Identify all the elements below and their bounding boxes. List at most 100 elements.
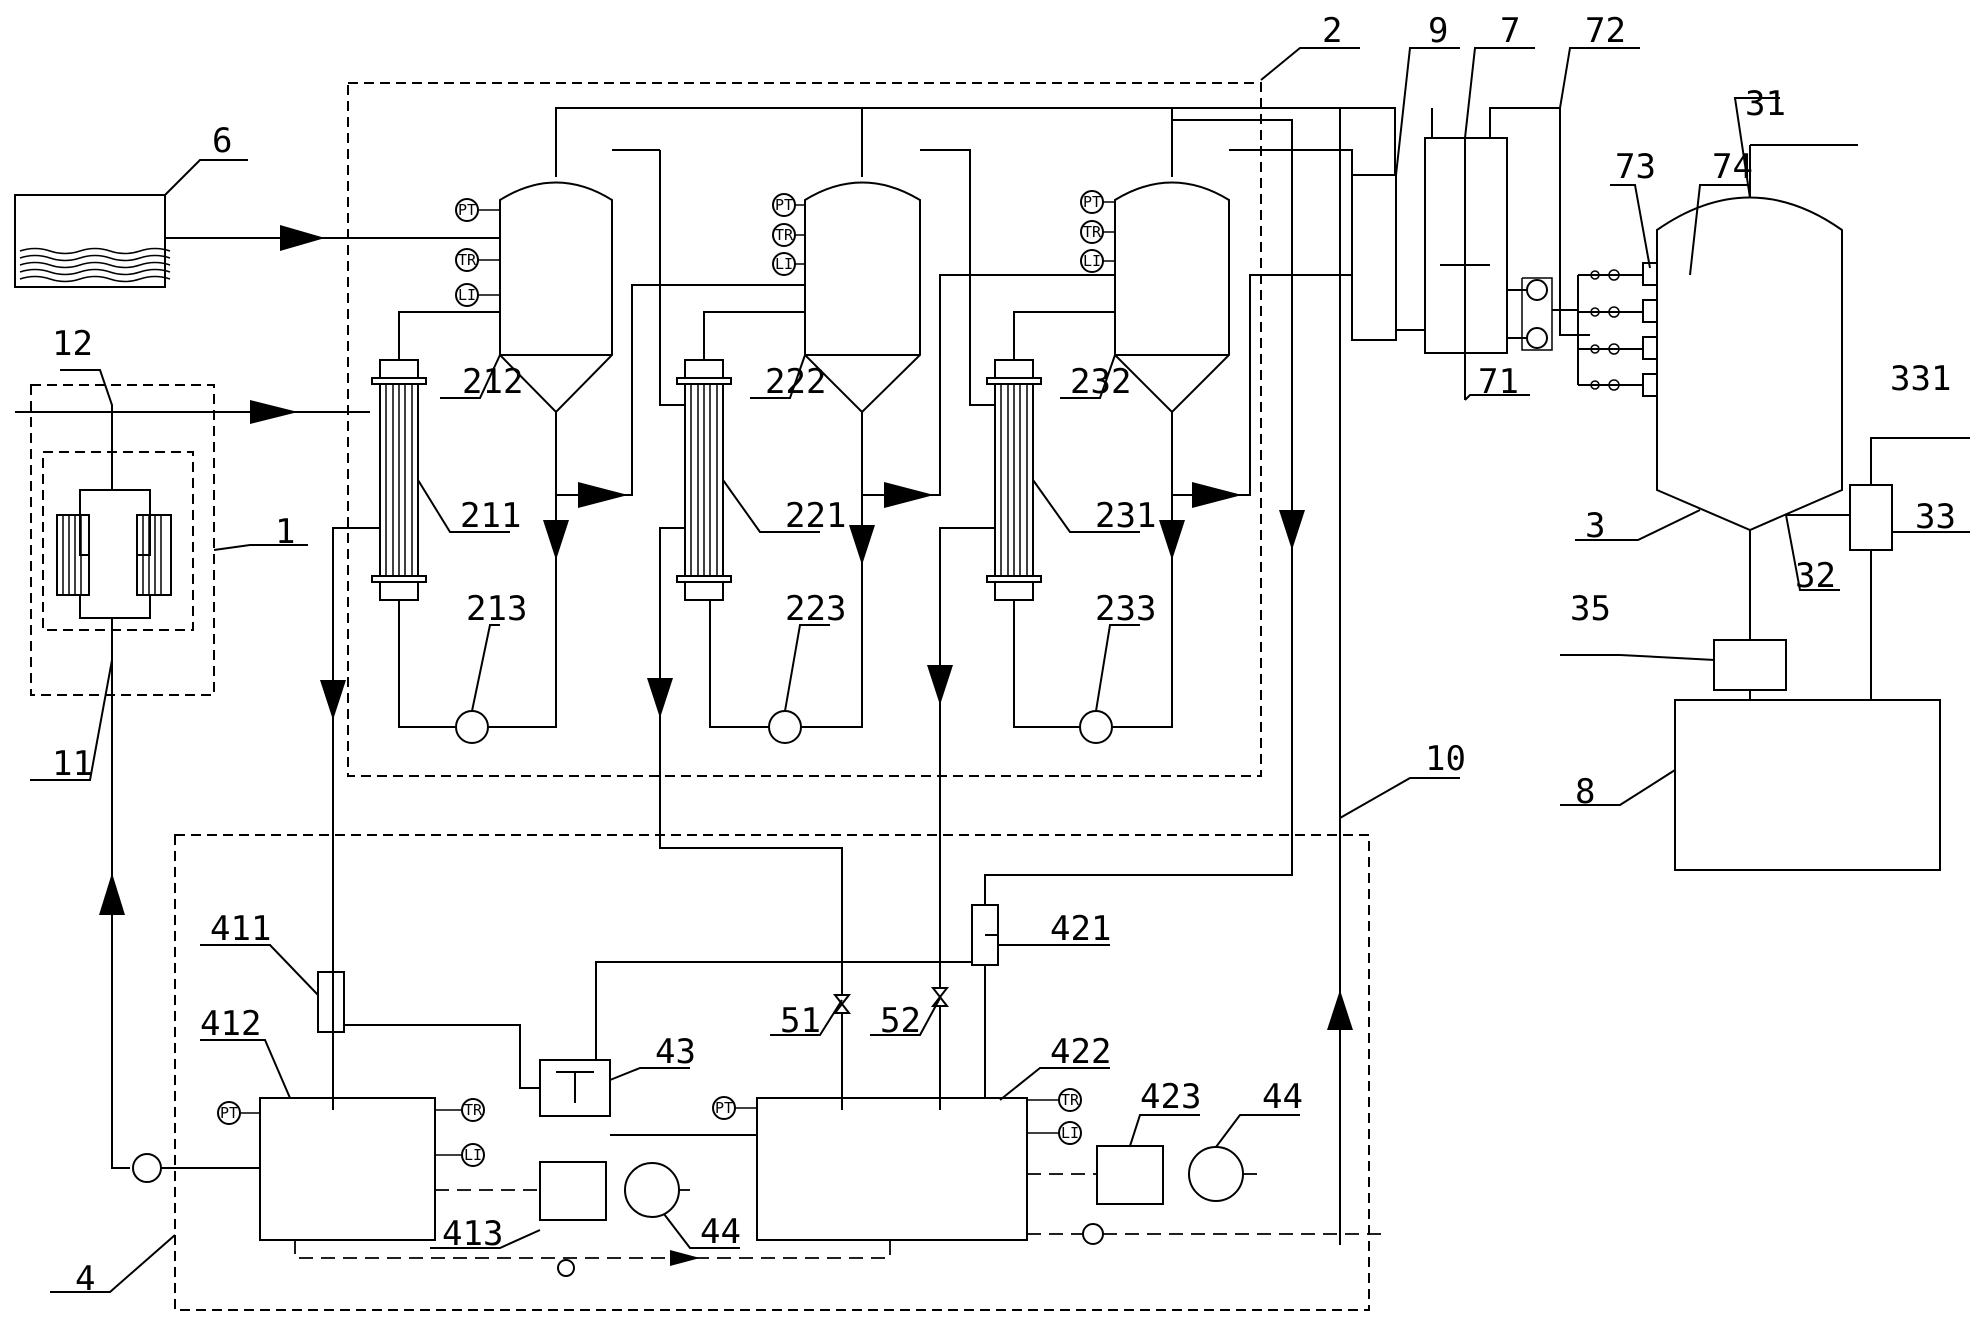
level-gauge-212 bbox=[455, 283, 479, 307]
label-74: 74 bbox=[1712, 147, 1753, 187]
label-10: 10 bbox=[1425, 739, 1466, 779]
heater-231 bbox=[986, 359, 1042, 601]
label-8: 8 bbox=[1575, 772, 1595, 812]
label-32: 32 bbox=[1795, 556, 1836, 596]
level-tag-412: LI bbox=[464, 1146, 482, 1164]
pump-223 bbox=[768, 710, 802, 744]
line-331 bbox=[1870, 437, 1970, 485]
temperature-gauge-212 bbox=[455, 248, 479, 272]
label-4: 4 bbox=[75, 1259, 95, 1299]
label-212: 212 bbox=[462, 362, 523, 402]
source-unit-boundary bbox=[30, 384, 215, 696]
label-71: 71 bbox=[1478, 362, 1519, 402]
label-331: 331 bbox=[1890, 359, 1951, 399]
level-tag-222: LI bbox=[775, 255, 793, 273]
label-1: 1 bbox=[275, 512, 295, 552]
source-inner-boundary bbox=[42, 451, 194, 631]
label-412: 412 bbox=[200, 1004, 261, 1044]
cooler-413 bbox=[539, 1161, 607, 1221]
pump-213 bbox=[455, 710, 489, 744]
temperature-gauge-412 bbox=[461, 1098, 485, 1122]
label-221: 221 bbox=[785, 496, 846, 536]
valve-51 bbox=[832, 994, 852, 1014]
spray-manifold-73 bbox=[1578, 262, 1658, 397]
temperature-tag-222: TR bbox=[775, 226, 794, 244]
label-43: 43 bbox=[655, 1032, 696, 1072]
label-2: 2 bbox=[1322, 11, 1342, 51]
pressure-tag-212: PT bbox=[458, 201, 476, 219]
label-422: 422 bbox=[1050, 1032, 1111, 1072]
label-413: 413 bbox=[442, 1214, 503, 1254]
label-411: 411 bbox=[210, 909, 271, 949]
label-423: 423 bbox=[1140, 1077, 1201, 1117]
tank-422 bbox=[756, 1097, 1028, 1241]
label-11: 11 bbox=[52, 744, 93, 784]
label-6: 6 bbox=[212, 121, 232, 161]
label-44-a: 44 bbox=[700, 1212, 741, 1252]
label-51: 51 bbox=[780, 1001, 821, 1041]
pressure-gauge-422 bbox=[712, 1096, 736, 1120]
spray-drying-tower-3 bbox=[1656, 196, 1843, 532]
pressure-tag-422: PT bbox=[715, 1099, 733, 1117]
pump-4-return bbox=[132, 1153, 162, 1183]
label-421: 421 bbox=[1050, 909, 1111, 949]
level-gauge-412 bbox=[461, 1143, 485, 1167]
temperature-tag-212: TR bbox=[458, 251, 477, 269]
heater-211 bbox=[371, 359, 427, 601]
condenser-unit-boundary bbox=[174, 834, 1370, 1311]
label-9: 9 bbox=[1428, 11, 1448, 51]
temperature-gauge-222 bbox=[772, 223, 796, 247]
raw-liquid-tank-6 bbox=[14, 194, 171, 288]
label-233: 233 bbox=[1095, 589, 1156, 629]
label-73: 73 bbox=[1615, 147, 1656, 187]
label-213: 213 bbox=[466, 589, 527, 629]
evaporator-222 bbox=[804, 181, 921, 414]
pressure-tag-232: PT bbox=[1083, 193, 1101, 211]
tank-412 bbox=[259, 1097, 436, 1241]
unit-1-heat-source bbox=[56, 489, 172, 619]
pressure-tag-412: PT bbox=[220, 1104, 238, 1122]
separator-411 bbox=[317, 971, 345, 1033]
label-72: 72 bbox=[1585, 11, 1626, 51]
temperature-gauge-232 bbox=[1080, 220, 1104, 244]
vacuum-pump-44-b bbox=[1188, 1146, 1244, 1202]
level-tag-232: LI bbox=[1083, 252, 1101, 270]
label-12: 12 bbox=[52, 324, 93, 364]
level-gauge-232 bbox=[1080, 249, 1104, 273]
evaporator-212 bbox=[499, 181, 613, 414]
leader-lines bbox=[30, 47, 1970, 1293]
temperature-tag-422: TR bbox=[1061, 1091, 1080, 1109]
product-bin-8 bbox=[1674, 699, 1941, 871]
label-232: 232 bbox=[1070, 362, 1131, 402]
pump-412-circ bbox=[557, 1259, 575, 1277]
label-222: 222 bbox=[765, 362, 826, 402]
valve-52 bbox=[930, 987, 950, 1007]
pump-7a bbox=[1526, 279, 1548, 301]
pump-233 bbox=[1079, 710, 1113, 744]
cyclone-33 bbox=[1849, 484, 1893, 551]
label-44-b: 44 bbox=[1262, 1077, 1303, 1117]
label-35: 35 bbox=[1570, 589, 1611, 629]
pressure-tag-222: PT bbox=[775, 196, 793, 214]
label-52: 52 bbox=[880, 1001, 921, 1041]
pressure-gauge-232 bbox=[1080, 190, 1104, 214]
label-31: 31 bbox=[1745, 84, 1786, 124]
heater-221 bbox=[676, 359, 732, 601]
pressure-gauge-222 bbox=[772, 193, 796, 217]
unit-7-separator bbox=[1424, 137, 1508, 400]
label-211: 211 bbox=[460, 496, 521, 536]
pressure-gauge-412 bbox=[217, 1101, 241, 1125]
discharger-35 bbox=[1713, 639, 1787, 691]
evaporator-232 bbox=[1114, 181, 1230, 414]
evaporator-unit-boundary bbox=[347, 82, 1262, 777]
cooler-423 bbox=[1096, 1145, 1164, 1205]
level-gauge-422 bbox=[1058, 1121, 1082, 1145]
pump-422-circ bbox=[1082, 1223, 1104, 1245]
label-7: 7 bbox=[1500, 11, 1520, 51]
pressure-gauge-212 bbox=[455, 198, 479, 222]
label-3: 3 bbox=[1585, 506, 1605, 546]
pump-7b bbox=[1526, 327, 1548, 349]
level-gauge-222 bbox=[772, 252, 796, 276]
temperature-tag-232: TR bbox=[1083, 223, 1102, 241]
